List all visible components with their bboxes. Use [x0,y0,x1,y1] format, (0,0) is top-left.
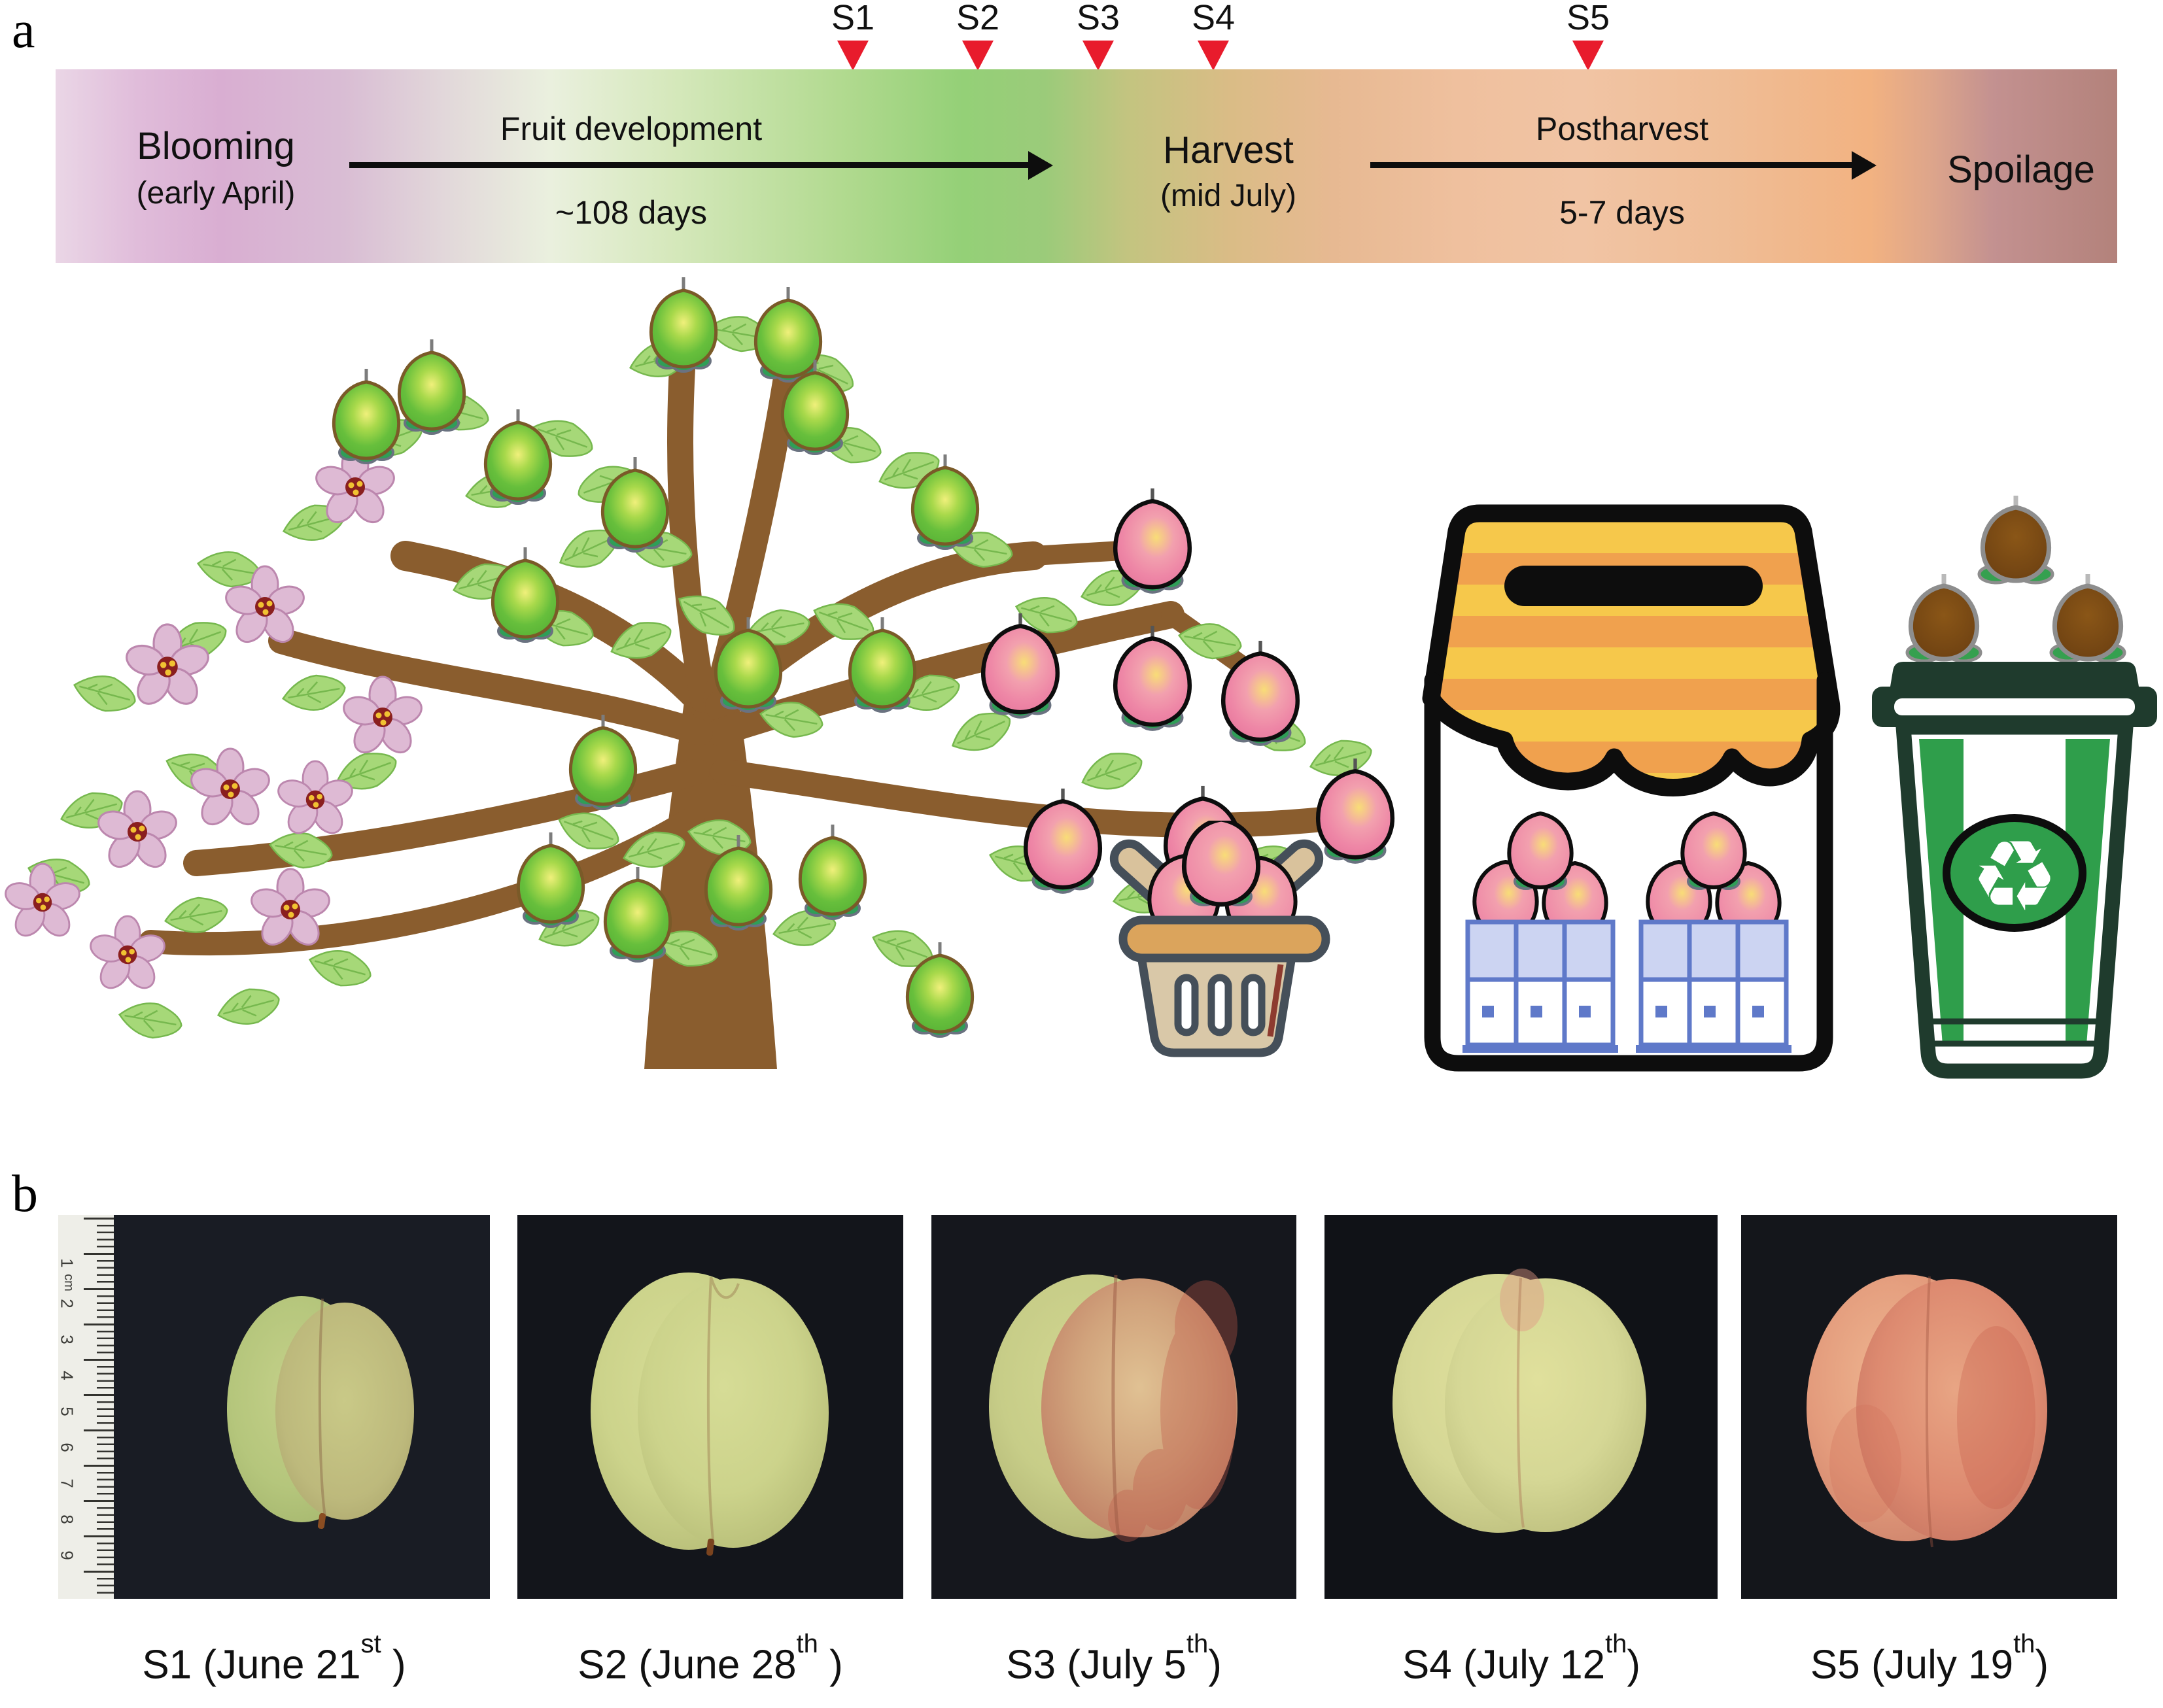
caption-text: ) [2035,1642,2049,1688]
peach-photo-image [1324,1215,1718,1599]
stage-marker-triangle-icon [837,41,869,71]
photo-caption-s5: S5 (July 19th) [1810,1630,2049,1688]
caption-ordinal: th [1605,1630,1627,1658]
basket-vents [1174,974,1266,1036]
stage-marker-triangle-icon [962,41,994,71]
caption-text: S5 (July 19 [1810,1642,2014,1688]
peach-photo-image [517,1215,903,1599]
stall-frame [1424,672,1833,1072]
ruler: 1 cm 2 3 4 5 6 7 8 9 [58,1215,114,1599]
peach-photo-s5 [1741,1215,2117,1599]
caption-text: ) [818,1642,843,1688]
peach-photo-s4 [1324,1215,1718,1599]
peach-photo-image [931,1215,1296,1599]
caption-text: S1 (June 21 [142,1642,361,1688]
basket-rim [1118,915,1330,963]
awning-sign-bar [1504,566,1763,606]
market-stand-icon [1422,504,1841,1072]
caption-ordinal: th [796,1630,818,1658]
stage-marker-s3: S3 [1077,0,1120,71]
stage-marker-label: S2 [956,0,1000,37]
panel-b-label: b [12,1165,38,1223]
shelf-peach-display [1474,813,1779,938]
peach-photo-image [1741,1215,2117,1599]
phase-fruit-development-duration: ~108 days [555,194,708,231]
peach-photo-image [58,1215,490,1599]
peach-photo-s2 [517,1215,903,1599]
stage-marker-label: S4 [1191,0,1236,37]
stage-marker-label: S3 [1076,0,1120,37]
harvest-basket-icon [1109,821,1330,1057]
stage-marker-s2: S2 [956,0,999,71]
caption-text: S2 (June 28 [578,1642,797,1688]
stage-marker-s5: S5 [1566,0,1610,71]
caption-ordinal: th [2013,1630,2035,1658]
caption-text: S4 (July 12 [1402,1642,1606,1688]
arrow-head-icon [1028,150,1053,180]
photo-caption-s3: S3 (July 5th) [1006,1630,1222,1688]
awning-icon [1422,504,1841,796]
stage-marker-triangle-icon [1198,41,1229,71]
stage-marker-s4: S4 [1192,0,1235,71]
panel-a-label: a [12,1,35,59]
shelf-unit [1636,922,1791,1053]
caption-text: ) [1627,1642,1641,1688]
phase-spoilage-title: Spoilage [1947,148,2095,191]
phase-postharvest-duration: 5-7 days [1559,194,1685,231]
phase-blooming-title: Blooming [137,125,295,167]
basket-shadow-line [1267,964,1284,1037]
svg-text:♻: ♻ [1971,820,2058,934]
phase-postharvest-title: Postharvest [1535,111,1709,147]
photo-caption-s2: S2 (June 28th ) [578,1630,843,1688]
phase-fruit-development-title: Fruit development [500,111,763,147]
caption-text: S3 (July 5 [1006,1642,1186,1688]
peach-photo-s1: 1 cm 2 3 4 5 6 7 8 9 [58,1215,490,1599]
caption-text: ) [381,1642,406,1688]
fruit-development-arrow [349,150,1053,180]
postharvest-arrow [1370,150,1877,180]
stage-marker-triangle-icon [1082,41,1114,71]
stage-marker-label: S5 [1566,0,1610,37]
caption-ordinal: st [360,1630,381,1658]
shelf-unit [1462,922,1618,1053]
peach-tree-illustration [1,275,1406,1069]
peach-photo-s3 [931,1215,1296,1599]
arrow-head-icon [1852,150,1877,180]
phase-harvest-title: Harvest [1163,129,1294,171]
stage-marker-triangle-icon [1572,41,1604,71]
bin-lid [1872,662,2157,727]
recycle-icon: ♻ [1943,814,2086,934]
phase-blooming-subtitle: (early April) [136,176,296,211]
stage-marker-label: S1 [831,0,875,37]
photo-caption-s4: S4 (July 12th) [1402,1630,1641,1688]
phase-harvest-subtitle: (mid July) [1160,179,1297,213]
photo-caption-s1: S1 (June 21st ) [142,1630,406,1688]
stage-marker-s1: S1 [831,0,874,71]
spoilage-bin-icon: ♻ [1872,490,2157,1079]
caption-text: ) [1208,1642,1222,1688]
spoiled-peach-icons [1907,496,2124,661]
caption-ordinal: th [1186,1630,1209,1658]
